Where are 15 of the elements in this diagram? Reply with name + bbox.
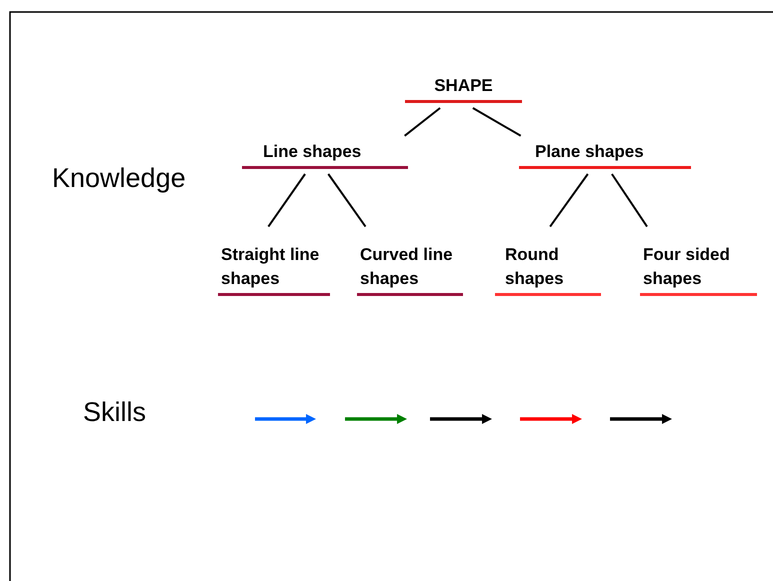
underlined-node: Curved line shapes (357, 243, 463, 296)
connector-line (328, 173, 366, 228)
row-heading: Knowledge (52, 163, 186, 194)
connector-line (472, 107, 522, 137)
underlined-node: Round shapes (495, 243, 601, 296)
connector-line (549, 173, 589, 228)
underlined-node: Straight line shapes (218, 243, 330, 296)
underlined-node: Plane shapes (519, 140, 691, 169)
row-heading: Skills (83, 397, 146, 428)
underlined-node: Line shapes (242, 140, 408, 169)
underlined-node: Four sided shapes (640, 243, 757, 296)
underlined-node: SHAPE (405, 74, 522, 103)
connector-line (404, 107, 441, 137)
connector-line (268, 173, 306, 228)
connector-line (611, 173, 648, 228)
